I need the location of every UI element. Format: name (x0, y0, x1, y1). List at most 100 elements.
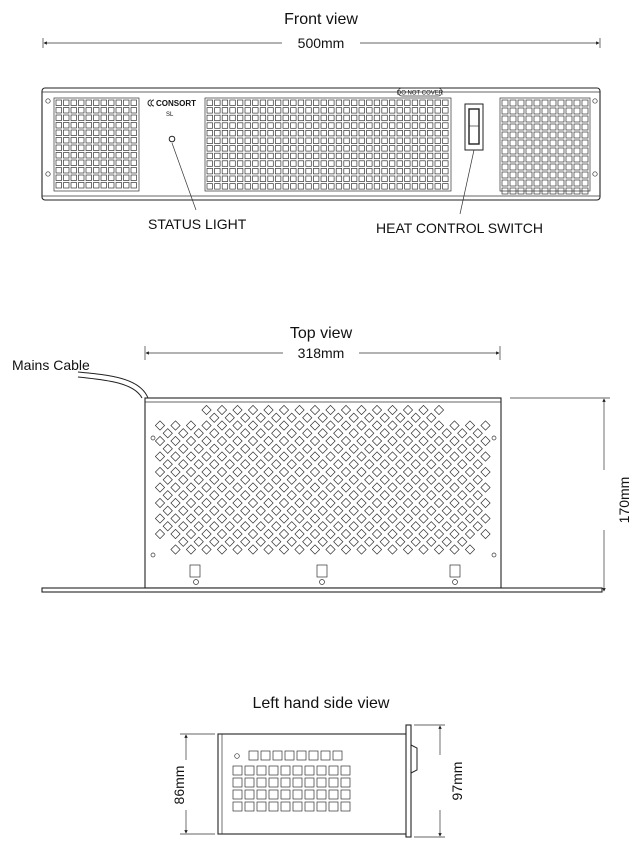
vent-hole (418, 451, 429, 462)
vent-hole (333, 428, 344, 439)
vent-hole (313, 122, 320, 129)
vent-hole (464, 544, 476, 555)
vent-hole (115, 107, 122, 114)
vent-hole (517, 131, 525, 139)
vent-hole (115, 114, 122, 121)
vent-hole (271, 490, 282, 501)
vent-hole (395, 428, 406, 439)
vent-hole (348, 443, 359, 454)
vent-hole (130, 114, 137, 121)
vent-hole (517, 179, 525, 187)
vent-hole (565, 139, 573, 147)
vent-hole (78, 159, 85, 166)
vent-hole (170, 451, 181, 462)
vent-hole (335, 175, 343, 182)
vent-hole (115, 144, 122, 151)
vent-hole (100, 137, 107, 144)
vent-hole (340, 497, 352, 509)
vent-hole (427, 99, 434, 106)
vent-hole (297, 152, 305, 160)
vent-hole (340, 420, 352, 431)
vent-hole (581, 107, 589, 115)
vent-hole (85, 99, 92, 106)
vent-hole (216, 404, 228, 416)
vent-hole (557, 131, 565, 139)
vent-hole (267, 130, 274, 137)
vent-hole (209, 412, 220, 423)
vent-hole (93, 182, 100, 189)
vent-hole (442, 160, 449, 167)
vent-hole (313, 114, 320, 122)
vent-hole (517, 147, 525, 155)
vent-hole (411, 168, 419, 175)
vent-hole (325, 404, 336, 416)
vent-hole (282, 160, 289, 167)
vent-hole (402, 466, 414, 478)
vent-hole (130, 159, 137, 166)
vent-hole (70, 144, 77, 151)
vent-hole (333, 536, 344, 547)
vent-hole (541, 171, 549, 179)
vent-hole (302, 505, 313, 516)
vent-hole (449, 513, 460, 524)
vent-hole (364, 412, 375, 423)
vent-hole (282, 168, 289, 175)
vent-hole (290, 168, 297, 175)
vent-hole (396, 114, 403, 122)
vent-hole (278, 420, 290, 431)
vent-hole (328, 107, 335, 114)
vent-hole (170, 544, 181, 555)
vent-hole (573, 179, 581, 187)
vent-hole (501, 155, 509, 163)
vent-hole (333, 474, 344, 485)
vent-hole (433, 528, 445, 540)
vent-hole (320, 160, 327, 167)
vent-hole (162, 443, 173, 454)
vent-hole (70, 159, 77, 166)
vent-hole (509, 107, 517, 115)
vent-hole (557, 171, 565, 179)
vent-hole (85, 114, 92, 121)
vent-hole (130, 167, 137, 174)
vent-hole (252, 114, 259, 122)
vent-hole (256, 765, 267, 776)
vent-hole (275, 99, 282, 106)
vent-hole (340, 451, 352, 462)
heat-control-switch-label: HEAT CONTROL SWITCH (376, 220, 543, 236)
vent-hole (541, 147, 549, 155)
vent-hole (108, 182, 115, 189)
vent-hole (364, 443, 375, 454)
screw-hole (45, 171, 51, 177)
vent-hole (525, 107, 533, 115)
vent-hole (387, 528, 398, 540)
vent-hole (441, 443, 452, 454)
vent-hole (240, 412, 251, 423)
vent-hole (247, 513, 259, 524)
vent-hole (259, 107, 267, 114)
vent-hole (221, 130, 229, 137)
vent-hole (275, 137, 282, 144)
vent-hole (309, 544, 321, 555)
vent-hole (533, 123, 541, 131)
vent-hole (396, 137, 403, 144)
vent-hole (533, 163, 541, 171)
vent-hole (201, 497, 212, 509)
vent-hole (320, 152, 327, 160)
vent-hole (263, 544, 274, 555)
vent-hole (309, 513, 321, 524)
vent-hole (335, 160, 343, 167)
vent-hole (441, 521, 452, 532)
vent-hole (201, 420, 212, 431)
vent-hole (565, 99, 573, 107)
vent-hole (533, 171, 541, 179)
vent-hole (224, 443, 235, 454)
vent-hole (404, 130, 411, 137)
status-light-indicator (168, 135, 176, 143)
vent-hole (320, 122, 327, 129)
vent-hole (348, 521, 359, 532)
side-height-right-label: 97mm (449, 762, 465, 801)
vent-hole (256, 777, 267, 788)
vent-hole (335, 99, 343, 106)
vent-hole (426, 521, 437, 532)
vent-hole (549, 155, 557, 163)
